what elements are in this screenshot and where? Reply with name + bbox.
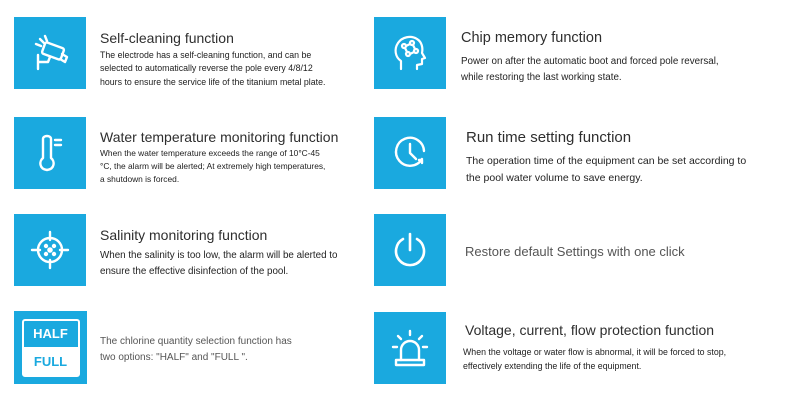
chip-memory-icon	[374, 17, 446, 89]
feature-description: The electrode has a self-cleaning functi…	[100, 50, 326, 87]
feature-description: When the water temperature exceeds the r…	[100, 148, 326, 184]
half-full-icon: HALF FULL	[14, 311, 87, 384]
feature-title: Salinity monitoring function	[100, 227, 268, 243]
alarm-light-icon	[374, 312, 446, 384]
feature-title: Run time setting function	[466, 129, 632, 146]
feature-title: Water temperature monitoring function	[100, 129, 339, 145]
clock-icon	[374, 117, 446, 189]
half-label: HALF	[23, 321, 78, 349]
feature-description: Power on after the automatic boot and fo…	[461, 56, 719, 83]
feature-description: The chlorine quantity selection function…	[100, 336, 292, 363]
full-label: FULL	[23, 348, 78, 375]
feature-description: When the salinity is too low, the alarm …	[100, 250, 338, 277]
feature-description: The operation time of the equipment can …	[466, 155, 747, 184]
thermometer-icon	[14, 117, 86, 189]
power-icon	[374, 214, 446, 286]
crosshair-icon	[14, 214, 86, 286]
feature-title: Chip memory function	[461, 30, 603, 46]
feature-title: Voltage, current, flow protection functi…	[465, 322, 715, 338]
feature-title: Restore default Settings with one click	[465, 244, 685, 259]
feature-title: Self-cleaning function	[100, 30, 234, 46]
feature-description: When the voltage or water flow is abnorm…	[463, 347, 727, 371]
self-cleaning-icon	[14, 17, 86, 89]
